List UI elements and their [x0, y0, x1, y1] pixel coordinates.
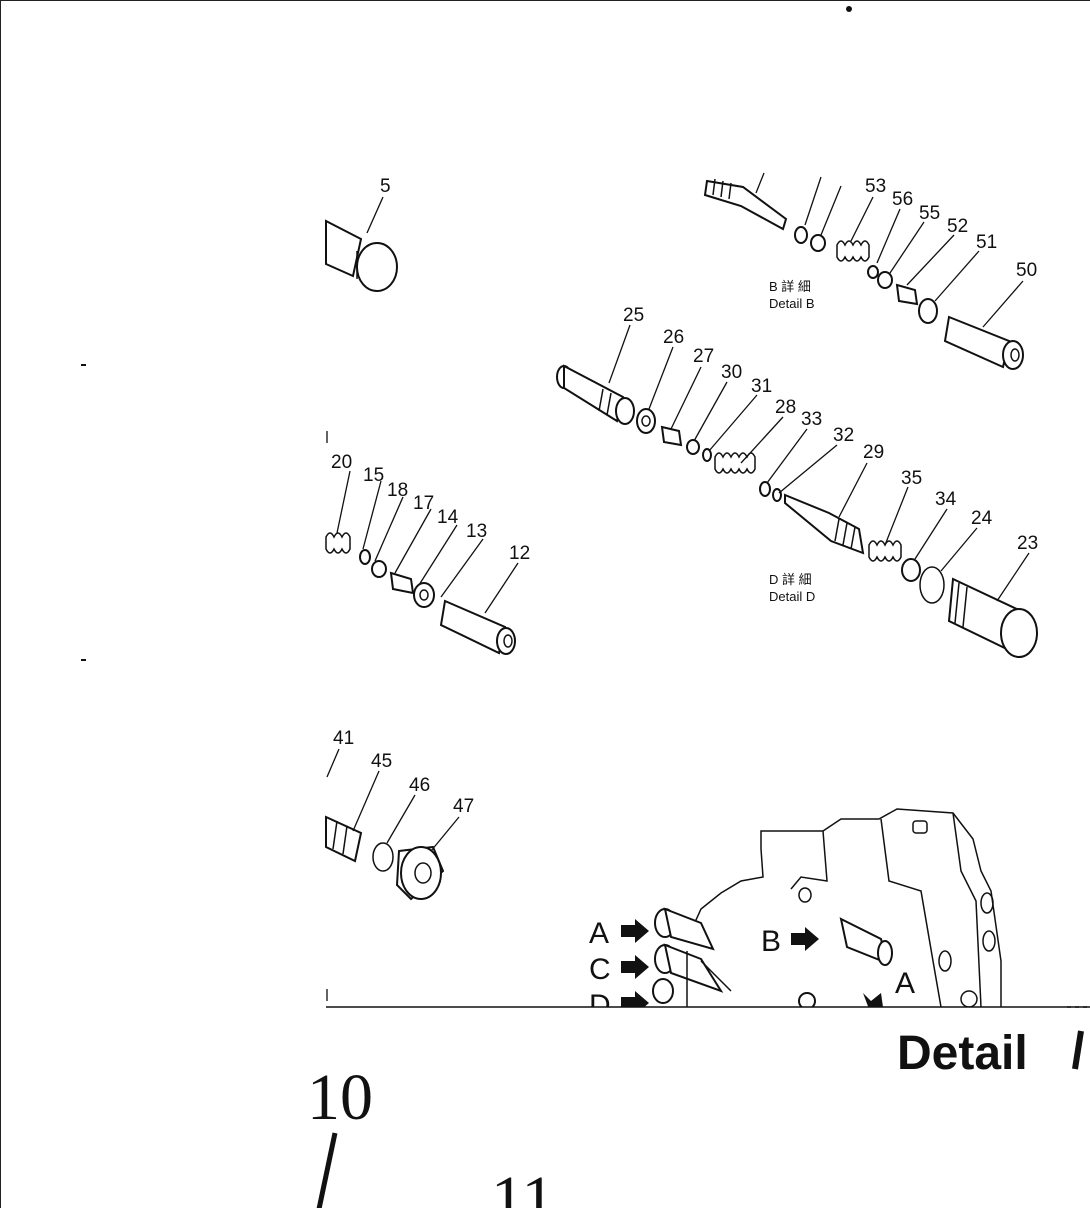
arrow-b: B [761, 925, 819, 958]
callout-50: 50 [1016, 260, 1037, 281]
callout-13: 13 [466, 521, 487, 542]
callout-32: 32 [833, 425, 854, 446]
callout-17: 17 [413, 493, 434, 514]
callout-15: 15 [363, 465, 384, 486]
callout-34: 34 [935, 489, 957, 510]
callout-28: 28 [775, 397, 796, 418]
callout-35: 35 [901, 468, 922, 489]
detail-d-caption-en: Detail D [769, 589, 815, 604]
detail-a-cut-glyph [1072, 1030, 1084, 1070]
callout-18: 18 [387, 480, 408, 501]
callout-27: 27 [693, 346, 714, 367]
callout-30: 30 [721, 362, 742, 383]
speck [81, 364, 86, 366]
control-valve-block [652, 808, 1002, 1010]
detail-a-label: Detail [897, 1027, 1028, 1080]
left-middle-parts [325, 532, 516, 655]
svg-text:B: B [761, 925, 781, 958]
callout-55: 55 [919, 203, 940, 224]
callout-41: 41 [333, 728, 354, 749]
callout-20: 20 [331, 452, 352, 473]
bottom-number-10: 10 [307, 1061, 373, 1134]
callout-25: 25 [623, 305, 644, 326]
callout-29: 29 [863, 442, 884, 463]
callout-45: 45 [371, 751, 392, 772]
callout-56: 56 [892, 189, 913, 210]
callout-14: 14 [437, 507, 459, 528]
svg-text:A: A [895, 967, 915, 1000]
arrow-a-right: A [863, 967, 915, 1009]
speck [846, 6, 852, 12]
callout-23: 23 [1017, 533, 1038, 554]
callout-33: 33 [801, 409, 822, 430]
detail-b-parts [703, 178, 1024, 370]
callout-12: 12 [509, 543, 530, 564]
arrow-c: C [589, 953, 649, 986]
detail-b-caption-jp: B 詳 細 [769, 279, 811, 294]
callout-51: 51 [976, 232, 997, 253]
callout-26: 26 [663, 327, 684, 348]
detail-d-parts [556, 364, 1038, 658]
callout-47: 47 [453, 796, 474, 817]
callout-24: 24 [971, 508, 993, 529]
callout-53: 53 [865, 176, 886, 197]
bottom-number-11: 11 [491, 1163, 555, 1208]
callout-46: 46 [409, 775, 430, 796]
arrow-a-left: A [589, 917, 649, 950]
detail-d-caption-jp: D 詳 細 [769, 572, 812, 587]
left-bottom-parts [325, 815, 445, 901]
svg-text:A: A [589, 917, 609, 950]
detail-b-caption-en: Detail B [769, 296, 815, 311]
callout-52: 52 [947, 216, 968, 237]
part-5-plug [325, 219, 398, 292]
callout-5: 5 [380, 176, 391, 197]
cut-area [326, 1007, 1090, 1208]
svg-text:C: C [589, 953, 611, 986]
leader-10 [316, 1132, 338, 1208]
callout-31: 31 [751, 376, 772, 397]
speck [81, 659, 86, 661]
